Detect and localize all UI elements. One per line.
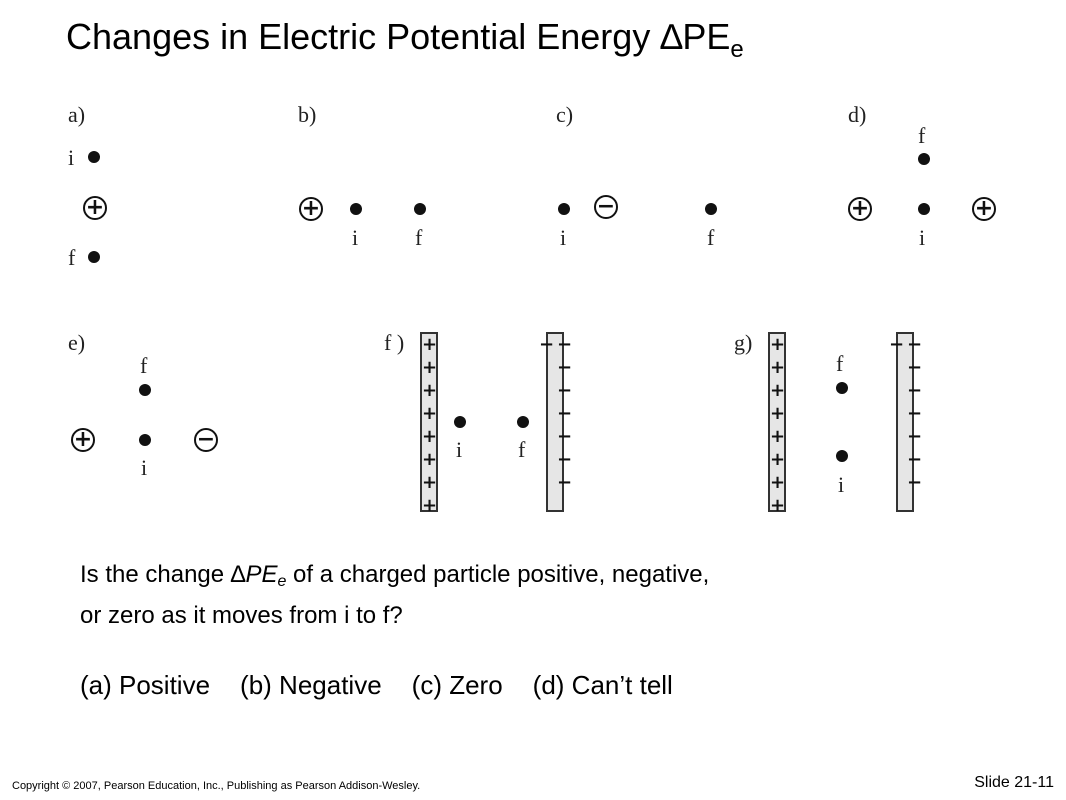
panel-d-initial-label: i: [919, 225, 926, 250]
panel-d-right-positive-charge-icon: +: [972, 197, 996, 221]
panel-d-final-dot: [918, 153, 930, 165]
panel-f-final-dot: [517, 416, 529, 428]
panel-f-positive-plate-signs: ++++++++: [419, 334, 440, 518]
panel-a-initial-dot: [88, 151, 100, 163]
panel-b-initial-dot: [350, 203, 362, 215]
panel-a-final-label: f: [68, 245, 76, 270]
panel-f-negative-plate: −−−−−−−−: [536, 332, 575, 512]
panel-c-final-label: f: [707, 225, 715, 250]
title-subscript: e: [730, 36, 744, 63]
panel-c-initial-dot: [558, 203, 570, 215]
panel-a-label: a): [68, 102, 86, 127]
panel-f-negative-plate-signs: −−−−−−−−: [536, 334, 575, 495]
panel-d-label: d): [848, 102, 867, 127]
panel-a-initial-label: i: [68, 145, 75, 170]
panel-e-positive-charge-icon: +: [71, 428, 95, 452]
answer-option-d: (d) Can’t tell: [532, 670, 673, 700]
panel-b-initial-label: i: [352, 225, 359, 250]
panel-f-initial-label: i: [456, 437, 463, 462]
question-pe-subscript: e: [277, 573, 287, 590]
panel-g-final-label: f: [836, 351, 844, 376]
panel-e-label: e): [68, 330, 86, 355]
title-text: Changes in Electric Potential Energy ∆PE: [66, 16, 731, 57]
panel-b-positive-charge-icon: +: [299, 197, 323, 221]
panel-d-initial-dot: [918, 203, 930, 215]
question-line-1: Is the change ∆PEe of a charged particle…: [80, 558, 709, 599]
question-part-2: of a charged particle positive, negative…: [286, 561, 710, 588]
panel-e-negative-charge-icon: −: [194, 428, 218, 452]
slide-number: Slide 21-11: [974, 774, 1054, 791]
panel-e-final-label: f: [140, 353, 148, 378]
panel-g-label: g): [734, 330, 753, 355]
panel-g-negative-plate: −−−−−−−−: [886, 332, 925, 512]
panel-b-label: b): [298, 102, 317, 127]
answer-options: (a) Positive (b) Negative (c) Zero (d) C…: [80, 670, 673, 701]
panel-c-final-dot: [705, 203, 717, 215]
question-text: Is the change ∆PEe of a charged particle…: [80, 558, 709, 633]
answer-option-c: (c) Zero: [411, 670, 503, 700]
panel-a-final-dot: [88, 251, 100, 263]
panel-b-final-dot: [414, 203, 426, 215]
panel-g-positive-plate-signs: ++++++++: [767, 334, 788, 518]
question-pe: PE: [245, 561, 278, 588]
panel-g-positive-plate: ++++++++: [767, 332, 788, 518]
panel-e-final-dot: [139, 384, 151, 396]
panel-e-initial-dot: [139, 434, 151, 446]
panel-f-initial-dot: [454, 416, 466, 428]
copyright-notice: Copyright © 2007, Pearson Education, Inc…: [12, 780, 421, 792]
panel-f-positive-plate: ++++++++: [419, 332, 440, 518]
question-part-1: Is the change ∆: [80, 561, 246, 588]
panel-f-final-label: f: [518, 437, 526, 462]
panel-c-initial-label: i: [560, 225, 567, 250]
answer-option-b: (b) Negative: [240, 670, 382, 700]
answer-option-a: (a) Positive: [80, 670, 211, 700]
panel-c-negative-charge-icon: −: [594, 195, 618, 219]
panel-d-final-label: f: [918, 123, 926, 148]
panel-f-label: f ): [384, 330, 405, 355]
panel-g-negative-plate-signs: −−−−−−−−: [886, 334, 925, 495]
panel-g-initial-label: i: [838, 472, 845, 497]
question-line-2: or zero as it moves from i to f?: [80, 602, 403, 629]
panel-c-label: c): [556, 102, 574, 127]
slide-title: Changes in Electric Potential Energy ∆PE…: [66, 16, 744, 64]
panel-a-positive-charge-icon: +: [83, 196, 107, 220]
panel-d-left-positive-charge-icon: +: [848, 197, 872, 221]
panel-e-initial-label: i: [141, 455, 148, 480]
panel-g-final-dot: [836, 382, 848, 394]
panel-b-final-label: f: [415, 225, 423, 250]
panel-g-initial-dot: [836, 450, 848, 462]
